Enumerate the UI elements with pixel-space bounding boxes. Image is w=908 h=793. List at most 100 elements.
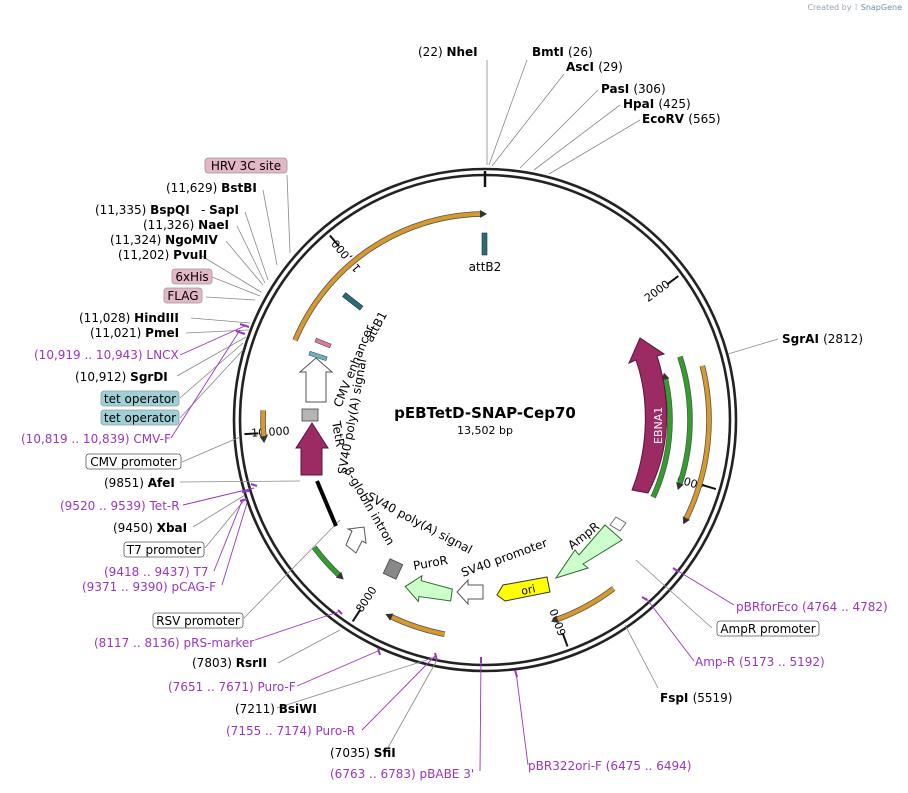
site-position: (22) [418, 45, 446, 59]
primer-label-pcag-f: (9371 .. 9390) pCAG-F [82, 580, 216, 594]
site-position: (425) [658, 97, 690, 111]
site-position: (7211) [235, 702, 279, 716]
orange-arc-left-head [259, 435, 268, 444]
primer-name: Amp-R [695, 655, 739, 669]
site-name: SgrDI [130, 370, 168, 384]
site-position: (306) [633, 82, 665, 96]
primer-label-pbr322ori-f: pBR322ori-F (6475 .. 6494) [528, 759, 691, 773]
primer-range: (9371 .. 9390) [82, 580, 172, 594]
site-label-fspi: FspI (5519) [660, 691, 732, 705]
site-label-hpai: HpaI (425) [623, 97, 691, 111]
primer-range: (9520 .. 9539) [60, 499, 150, 513]
site-name: HindIII [134, 311, 179, 325]
backbone [232, 167, 738, 673]
primer-range: (6475 .. 6494) [606, 759, 692, 773]
site-position: (11,326) [143, 218, 198, 232]
site-position: (11,021) [90, 326, 145, 340]
puror-box [382, 558, 404, 580]
site-name: AfeI [148, 476, 175, 490]
puror-label: PuroR [412, 553, 449, 573]
primer-label-puro-f: (7651 .. 7671) Puro-F [168, 680, 296, 694]
box-label-bg [100, 409, 180, 426]
site-position: (565) [688, 112, 720, 126]
primer-label-pbrforeco: pBRforEco (4764 .. 4782) [736, 600, 888, 614]
green-arc-bottom-left-head [335, 571, 344, 580]
primer-label-tet-r: (9520 .. 9539) Tet-R [60, 499, 180, 513]
green-arc-mid-head [676, 482, 684, 490]
site-name: NgoMIV [165, 233, 218, 247]
primer-range: (5173 .. 5192) [739, 655, 825, 669]
green-arc-inner [651, 378, 672, 498]
primer-name: Tet-R [149, 499, 180, 513]
site-label-sgrdi: (10,912) SgrDI [75, 370, 168, 384]
box-label-flag: FLAG [167, 289, 198, 303]
primer-range: (6763 .. 6783) [330, 767, 420, 781]
box-label-6xhis: 6xHis [175, 270, 208, 284]
box-label-t7prom: T7 promoter [126, 543, 202, 557]
primer-name: CMV-F [133, 432, 171, 446]
green-arc-mid [678, 355, 692, 484]
site-name: HpaI [623, 97, 658, 111]
site-label-asci: AscI (29) [566, 60, 623, 74]
site-label-rsrii: (7803) RsrII [192, 656, 267, 670]
site-name: BstBI [221, 181, 257, 195]
sv40-promoter-arrow [456, 578, 484, 606]
orange-arc-right [684, 365, 711, 520]
green-arc-bottom-left [312, 546, 340, 577]
site-name: PvuII [173, 248, 207, 262]
primer-range: (10,819 .. 10,839) [21, 432, 133, 446]
site-name: SfiI [374, 746, 396, 760]
site-position: (7803) [192, 656, 236, 670]
primer-name: pBABE 3' [420, 767, 475, 781]
primer-name: pBR322ori-F [528, 759, 606, 773]
site-dash: - [201, 203, 209, 217]
attB2-feature: attB2 [469, 232, 502, 274]
site-label-hindiii: (11,028) HindIII [79, 311, 179, 325]
sv40-polya-box-1 [301, 408, 319, 422]
tick-mark [351, 609, 362, 622]
box-label-tetop2: tet operator [104, 411, 176, 425]
puror-arrow [404, 574, 453, 603]
tick-mark [561, 632, 569, 647]
ebna1-arrow [628, 337, 668, 494]
site-label-bsiwi: (7211) BsiWI [235, 702, 317, 716]
primer-range: (7651 .. 7671) [168, 680, 258, 694]
site-name: SgrAI [782, 332, 823, 346]
tick-label: 2000 [642, 278, 672, 305]
site-position: (10,912) [75, 370, 130, 384]
attB2-label: attB2 [469, 260, 502, 274]
site-name: EcoRV [642, 112, 688, 126]
primer-range: (10,919 .. 10,943) [34, 348, 146, 362]
ebna1-label: EBNA1 [652, 407, 665, 444]
orange-arc-top-head [479, 210, 488, 219]
primer-name: Puro-F [258, 680, 296, 694]
site-label-bmti: BmtI (26) [532, 45, 593, 59]
ampr-promoter-box [609, 516, 627, 532]
tick-mark [666, 275, 679, 286]
site-label-pasi: PasI (306) [601, 82, 666, 96]
tick-label: 10,000 [251, 425, 290, 440]
primer-label-pbabe3: (6763 .. 6783) pBABE 3' [330, 767, 474, 781]
site-label-naei: (11,326) NaeI [143, 218, 229, 232]
orange-arc-bottom-right-head [551, 615, 559, 623]
primer-marks [235, 323, 680, 678]
tick-mark [244, 432, 259, 436]
box-label-tetop1: tet operator [104, 392, 176, 406]
site-name: RsrII [236, 656, 267, 670]
box-label-cmvprom: CMV promoter [90, 455, 177, 469]
primer-range: (8117 .. 8136) [94, 636, 184, 650]
orange-arc-left [261, 410, 266, 437]
orange-arc-top-outline [292, 211, 481, 342]
site-label-pmei: (11,021) PmeI [90, 326, 179, 340]
tick-mark [329, 234, 340, 247]
plasmid-name: pEBTetD-SNAP-Cep70 [394, 404, 576, 422]
orange-arc-bottom [390, 615, 446, 637]
primer-label-ampr-primer: Amp-R (5173 .. 5192) [695, 655, 825, 669]
site-position: (7035) [330, 746, 374, 760]
primer-name: T7 [193, 565, 209, 579]
features [259, 210, 712, 638]
site-label-ngomiv: (11,324) NgoMIV [110, 233, 218, 247]
site-position: (11,028) [79, 311, 134, 325]
